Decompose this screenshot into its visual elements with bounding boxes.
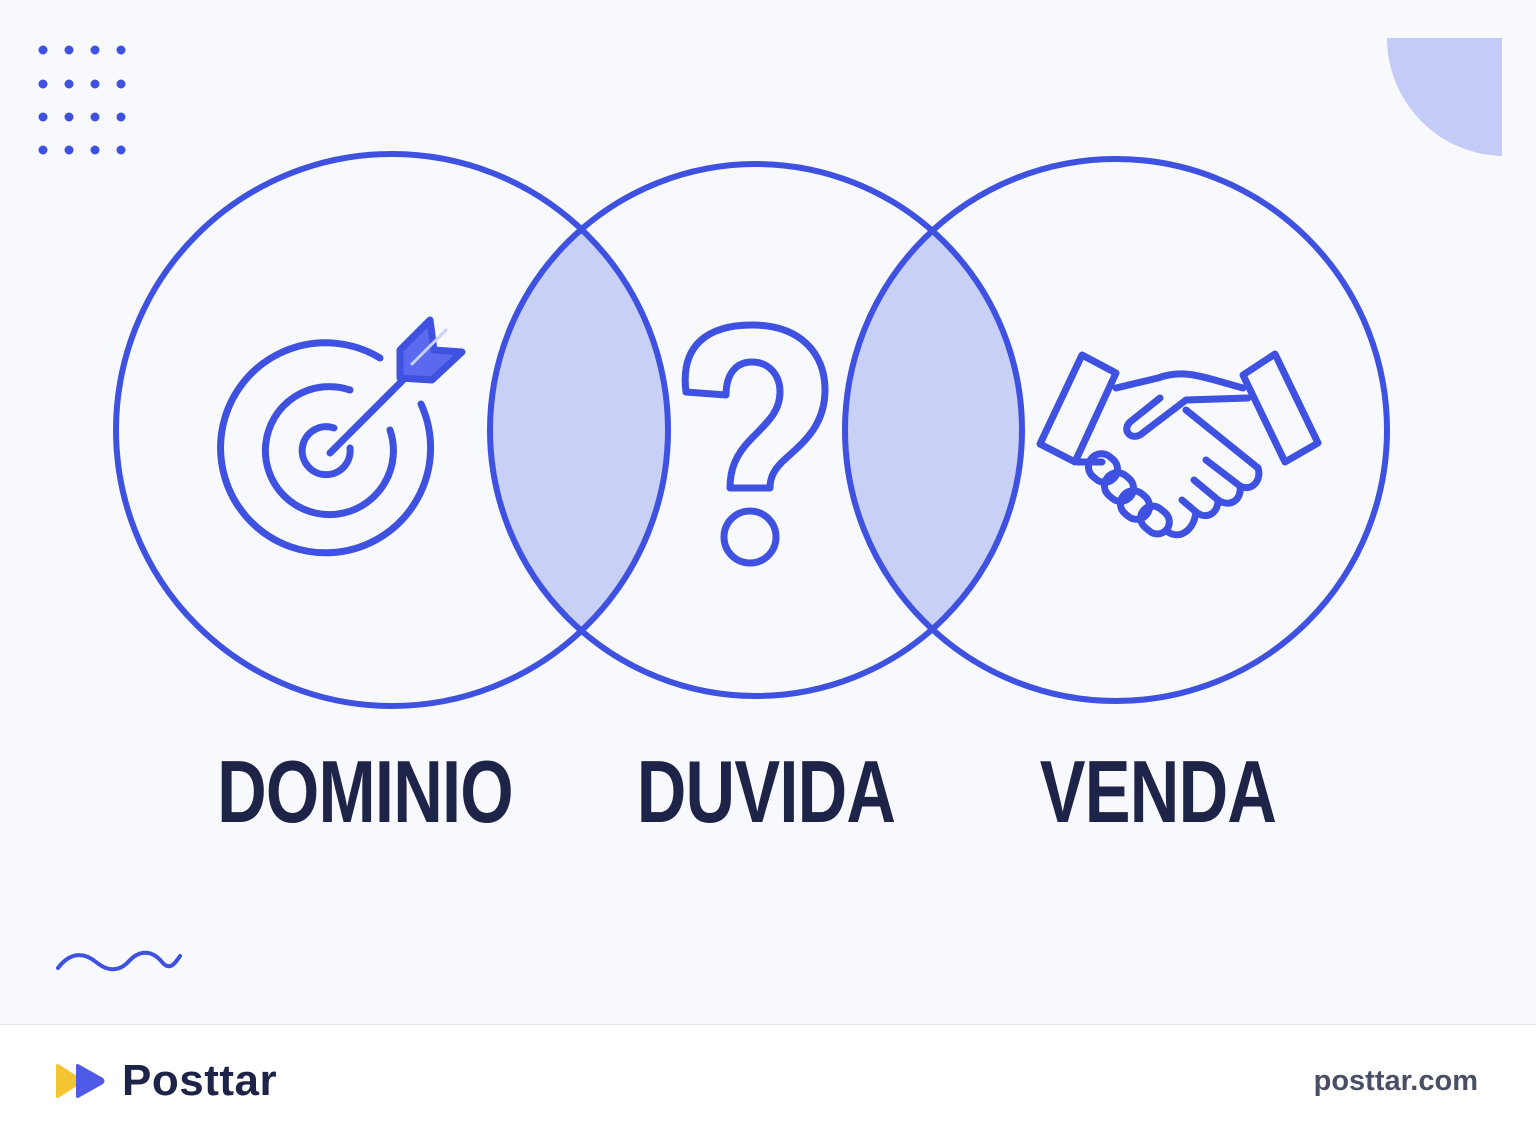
play-forward-logo-icon [56, 1064, 105, 1098]
brand[interactable]: Posttar [54, 1053, 277, 1109]
circle-duvida [487, 161, 1025, 699]
label-duvida: DUVIDA [636, 742, 896, 841]
diagram-canvas: DOMINIO DUVIDA VENDA [38, 38, 1502, 972]
squiggle-decoration [56, 950, 182, 972]
overlap-center-right [845, 164, 1022, 696]
dot-grid-decoration [38, 45, 126, 155]
circle-dominio [113, 151, 671, 709]
question-mark-icon [681, 321, 829, 567]
overlap-left-center [490, 164, 668, 696]
brand-name: Posttar [122, 1056, 278, 1105]
website-link[interactable]: posttar.com [1313, 1065, 1478, 1097]
label-dominio: DOMINIO [217, 742, 514, 841]
target-with-arrow-icon [217, 316, 466, 557]
label-venda: VENDA [1039, 742, 1277, 841]
handshake-icon [1036, 350, 1322, 539]
footer-bar: Posttar posttar.com [0, 1024, 1536, 1137]
venn-diagram [38, 38, 1502, 972]
corner-quarter-circle-decoration [1387, 38, 1502, 156]
circle-venda [842, 156, 1390, 704]
